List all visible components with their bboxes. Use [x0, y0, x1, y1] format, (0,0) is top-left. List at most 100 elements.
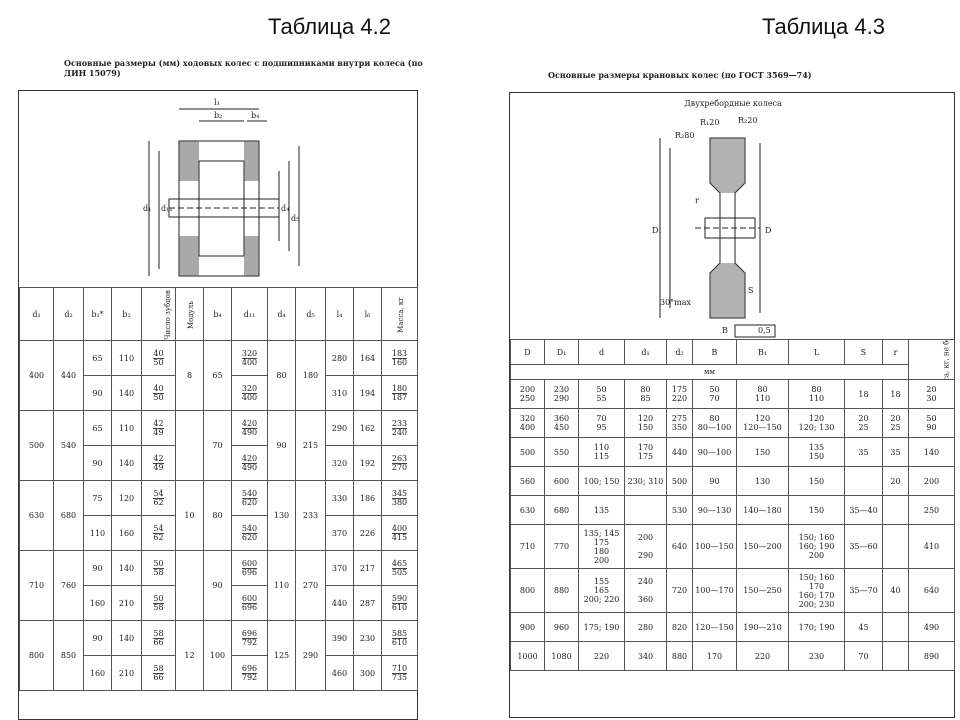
- cell-d1: 340: [624, 641, 667, 671]
- units-cell: мм: [510, 364, 909, 380]
- cell-b1: 90: [83, 550, 112, 586]
- cell-D1: 960: [544, 612, 579, 642]
- cell-S: 18: [844, 379, 883, 409]
- cell-D: 900: [510, 612, 545, 642]
- cell-B: 50 70: [692, 379, 737, 409]
- cell-B: 90—100: [692, 437, 737, 467]
- cell-mass-right: 410: [908, 524, 955, 569]
- cell-B1: 190—210: [736, 612, 789, 642]
- header-mass-right-text: Масса, кг, не более: [942, 339, 951, 380]
- header-teeth-text: Число зубцов: [163, 289, 172, 340]
- cell-d1: 170 175: [624, 437, 667, 467]
- header-b1: b₁*: [83, 287, 112, 341]
- header-mass-right: Масса, кг, не более: [908, 339, 955, 380]
- cell-b4: 70: [203, 410, 232, 481]
- cell-b2: 110: [111, 340, 142, 376]
- cell-r: 20: [882, 466, 909, 496]
- cell-B: 100—150: [692, 524, 737, 569]
- dim-tolerance-label: 0,5: [758, 326, 771, 335]
- cell-r: [882, 495, 909, 525]
- table-4-2-header-row: d₁ d₂ b₁* b₂ Число зубцов Модуль b₄ d₁₁ …: [19, 287, 418, 341]
- cell-d2: 850: [53, 620, 84, 691]
- cell-d5: 290: [295, 620, 326, 691]
- cell-module: [175, 410, 204, 481]
- cell-D: 1000: [510, 641, 545, 671]
- cell-B1: 120 120—150: [736, 408, 789, 438]
- table-4-3-header-row: D D₁ d d₁ d₂ B B₁ L S r Масса, кг, не бо…: [510, 339, 955, 380]
- cell-B: 100—170: [692, 568, 737, 613]
- header-l4: l₄: [325, 287, 354, 341]
- cell-d4: 110: [267, 550, 296, 621]
- cell-S: 70: [844, 641, 883, 671]
- header-d: d: [578, 339, 625, 365]
- table-4-2-grid: d₁ d₂ b₁* b₂ Число зубцов Модуль b₄ d₁₁ …: [19, 287, 418, 691]
- header-d5: d₅: [295, 287, 326, 341]
- cell-d: 220: [578, 641, 625, 671]
- cell-module: 10: [175, 480, 204, 551]
- cell-d1: 400: [19, 340, 54, 411]
- header-D1: D₁: [544, 339, 579, 365]
- header-d1: d₁: [624, 339, 667, 365]
- cell-d2: 680: [53, 480, 84, 551]
- table-4-3-panel: Основные размеры крановых колес (по ГОСТ…: [500, 62, 960, 720]
- cell-mass-right: 140: [908, 437, 955, 467]
- crane-wheel-drawing: R₂80 R₁20 R₂20 D₁ D B B₁ 30°max r S 0,5: [652, 116, 776, 338]
- cell-d4: 130: [267, 480, 296, 551]
- cell-S: 45: [844, 612, 883, 642]
- cell-d5: 270: [295, 550, 326, 621]
- cell-mass-right: 640: [908, 568, 955, 613]
- cell-l4: 390: [325, 620, 354, 656]
- cell-S: 20 25: [844, 408, 883, 438]
- cell-B: 120—150: [692, 612, 737, 642]
- header-B1: B₁: [736, 339, 789, 365]
- cell-mass-right: 50 90: [908, 408, 955, 438]
- header-module: Модуль: [175, 287, 204, 341]
- cell-b2: 210: [111, 655, 142, 691]
- cell-b1: 160: [83, 585, 112, 621]
- cell-d2: 880: [666, 641, 693, 671]
- cell-d5: 233: [295, 480, 326, 551]
- cell-B1: 80 110: [736, 379, 789, 409]
- cell-D1: 360 450: [544, 408, 579, 438]
- header-d11: d₁₁: [231, 287, 268, 341]
- cell-d: 135: [578, 495, 625, 525]
- cell-b2: 140: [111, 445, 142, 481]
- cell-B1: 140—180: [736, 495, 789, 525]
- cell-l6: 226: [353, 515, 382, 551]
- cell-l4: 330: [325, 480, 354, 516]
- cell-r: [882, 612, 909, 642]
- table-4-3-subtitle: Двухребордные колеса: [684, 99, 782, 108]
- cell-b4: 80: [203, 480, 232, 551]
- cell-r: 18: [882, 379, 909, 409]
- header-module-text: Модуль: [187, 300, 196, 329]
- cell-l4: 370: [325, 515, 354, 551]
- cell-d: 175; 190: [578, 612, 625, 642]
- cell-l4: 310: [325, 375, 354, 411]
- header-l6: l₆: [353, 287, 382, 341]
- cell-L: 150; 160 160; 190 200: [788, 524, 845, 569]
- cell-d2: 540: [53, 410, 84, 481]
- cell-L: 150; 160 170 160; 170 200; 230: [788, 568, 845, 613]
- cell-r: [882, 524, 909, 569]
- cell-d: 155 165 200; 220: [578, 568, 625, 613]
- dim-d4-label: d₄: [281, 204, 289, 213]
